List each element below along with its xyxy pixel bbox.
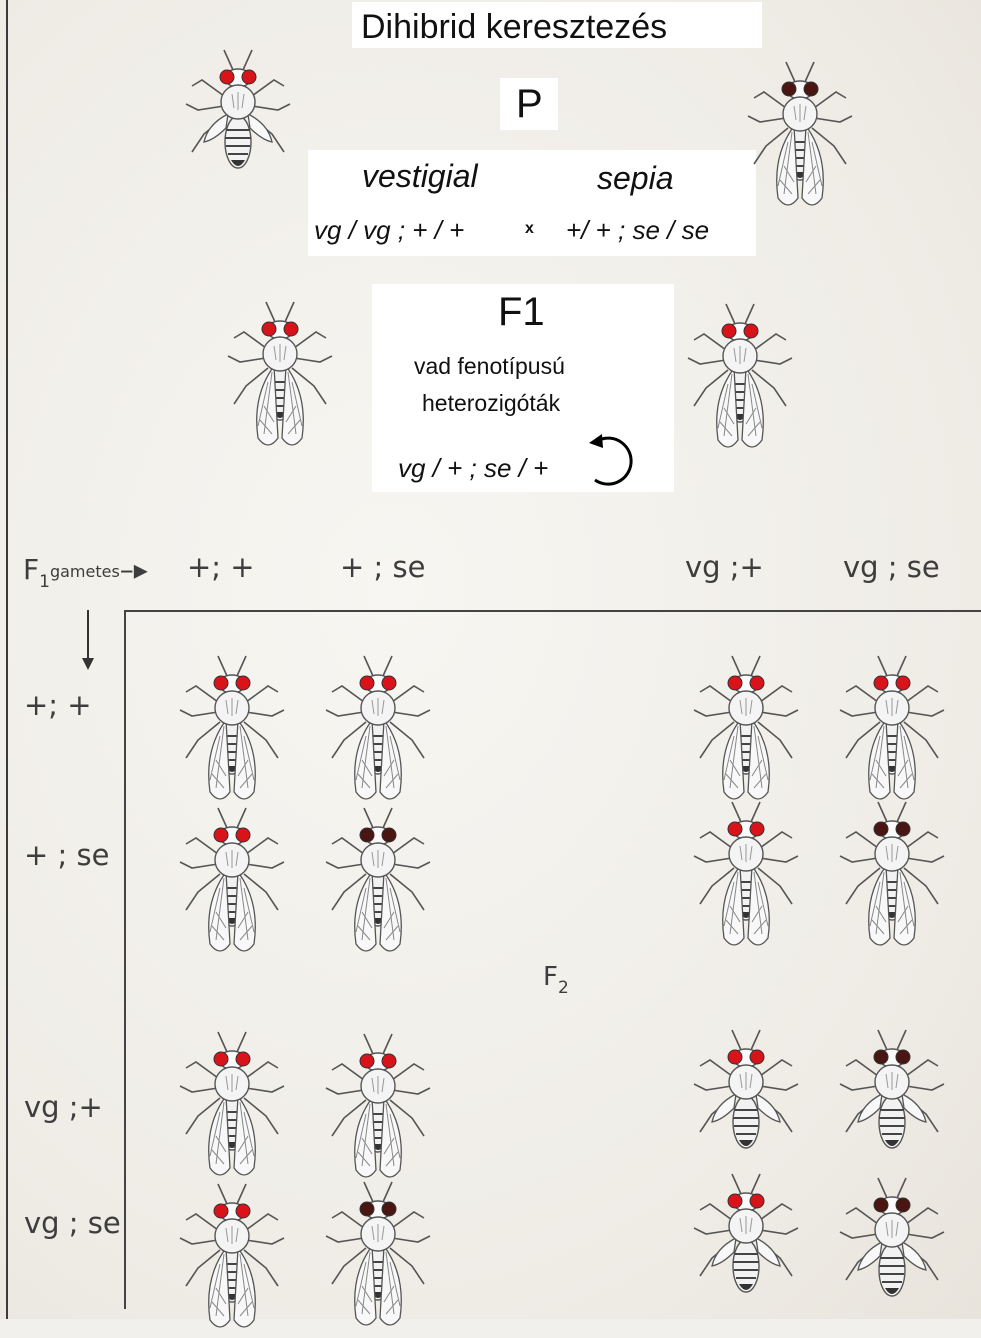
- p-sepia-fly: [740, 56, 860, 216]
- column-header: + ; se: [340, 550, 425, 584]
- f2-fly: [318, 1028, 438, 1188]
- f2-fly: [832, 1172, 952, 1332]
- p-left-genotype: vg / vg ; + / +: [314, 215, 464, 246]
- f1-genotype: vg / + ; se / +: [398, 453, 548, 484]
- diagram-title: Dihibrid keresztezés: [361, 8, 667, 47]
- f2-fly: [172, 1178, 292, 1338]
- f2-fly: [832, 1024, 952, 1184]
- row-header: +; +: [24, 688, 92, 722]
- f2-fly: [318, 802, 438, 962]
- f1-fly-right: [680, 298, 800, 458]
- f1-gametes-label: F1gametes–▸: [23, 553, 148, 592]
- f2-fly: [318, 1176, 438, 1336]
- f2-fly: [686, 1024, 806, 1184]
- f1-generation-label: F1: [498, 290, 545, 335]
- f1-fly-left: [220, 296, 340, 456]
- row-header: vg ; se: [24, 1206, 121, 1240]
- column-header: vg ; se: [843, 550, 940, 584]
- f1-description-line2: heterozigóták: [422, 390, 560, 417]
- f2-fly: [172, 1026, 292, 1186]
- punnett-top-line: [124, 610, 981, 612]
- p-generation-label: P: [516, 82, 543, 127]
- f2-fly: [172, 650, 292, 810]
- row-header: + ; se: [24, 838, 109, 872]
- row-header: vg ;+: [24, 1090, 103, 1124]
- f2-fly: [172, 802, 292, 962]
- punnett-left-line: [124, 611, 126, 1309]
- left-margin-rule: [6, 0, 8, 1319]
- p-right-genotype: +/ + ; se / se: [566, 215, 709, 246]
- down-arrow-icon: [78, 610, 98, 672]
- f2-fly: [686, 650, 806, 810]
- cross-symbol: x: [525, 220, 534, 238]
- circular-arrow-icon: [585, 426, 647, 488]
- f2-fly: [318, 650, 438, 810]
- column-header: +; +: [187, 550, 255, 584]
- f1-description-line1: vad fenotípusú: [414, 353, 565, 380]
- p-vestigial-fly: [178, 44, 298, 204]
- f2-fly: [832, 650, 952, 810]
- f2-fly: [686, 796, 806, 956]
- f2-fly: [686, 1168, 806, 1328]
- f2-fly: [832, 796, 952, 956]
- f2-label: F2: [543, 962, 569, 998]
- column-header: vg ;+: [685, 550, 764, 584]
- sepia-label: sepia: [597, 160, 674, 197]
- vestigial-label: vestigial: [362, 158, 478, 195]
